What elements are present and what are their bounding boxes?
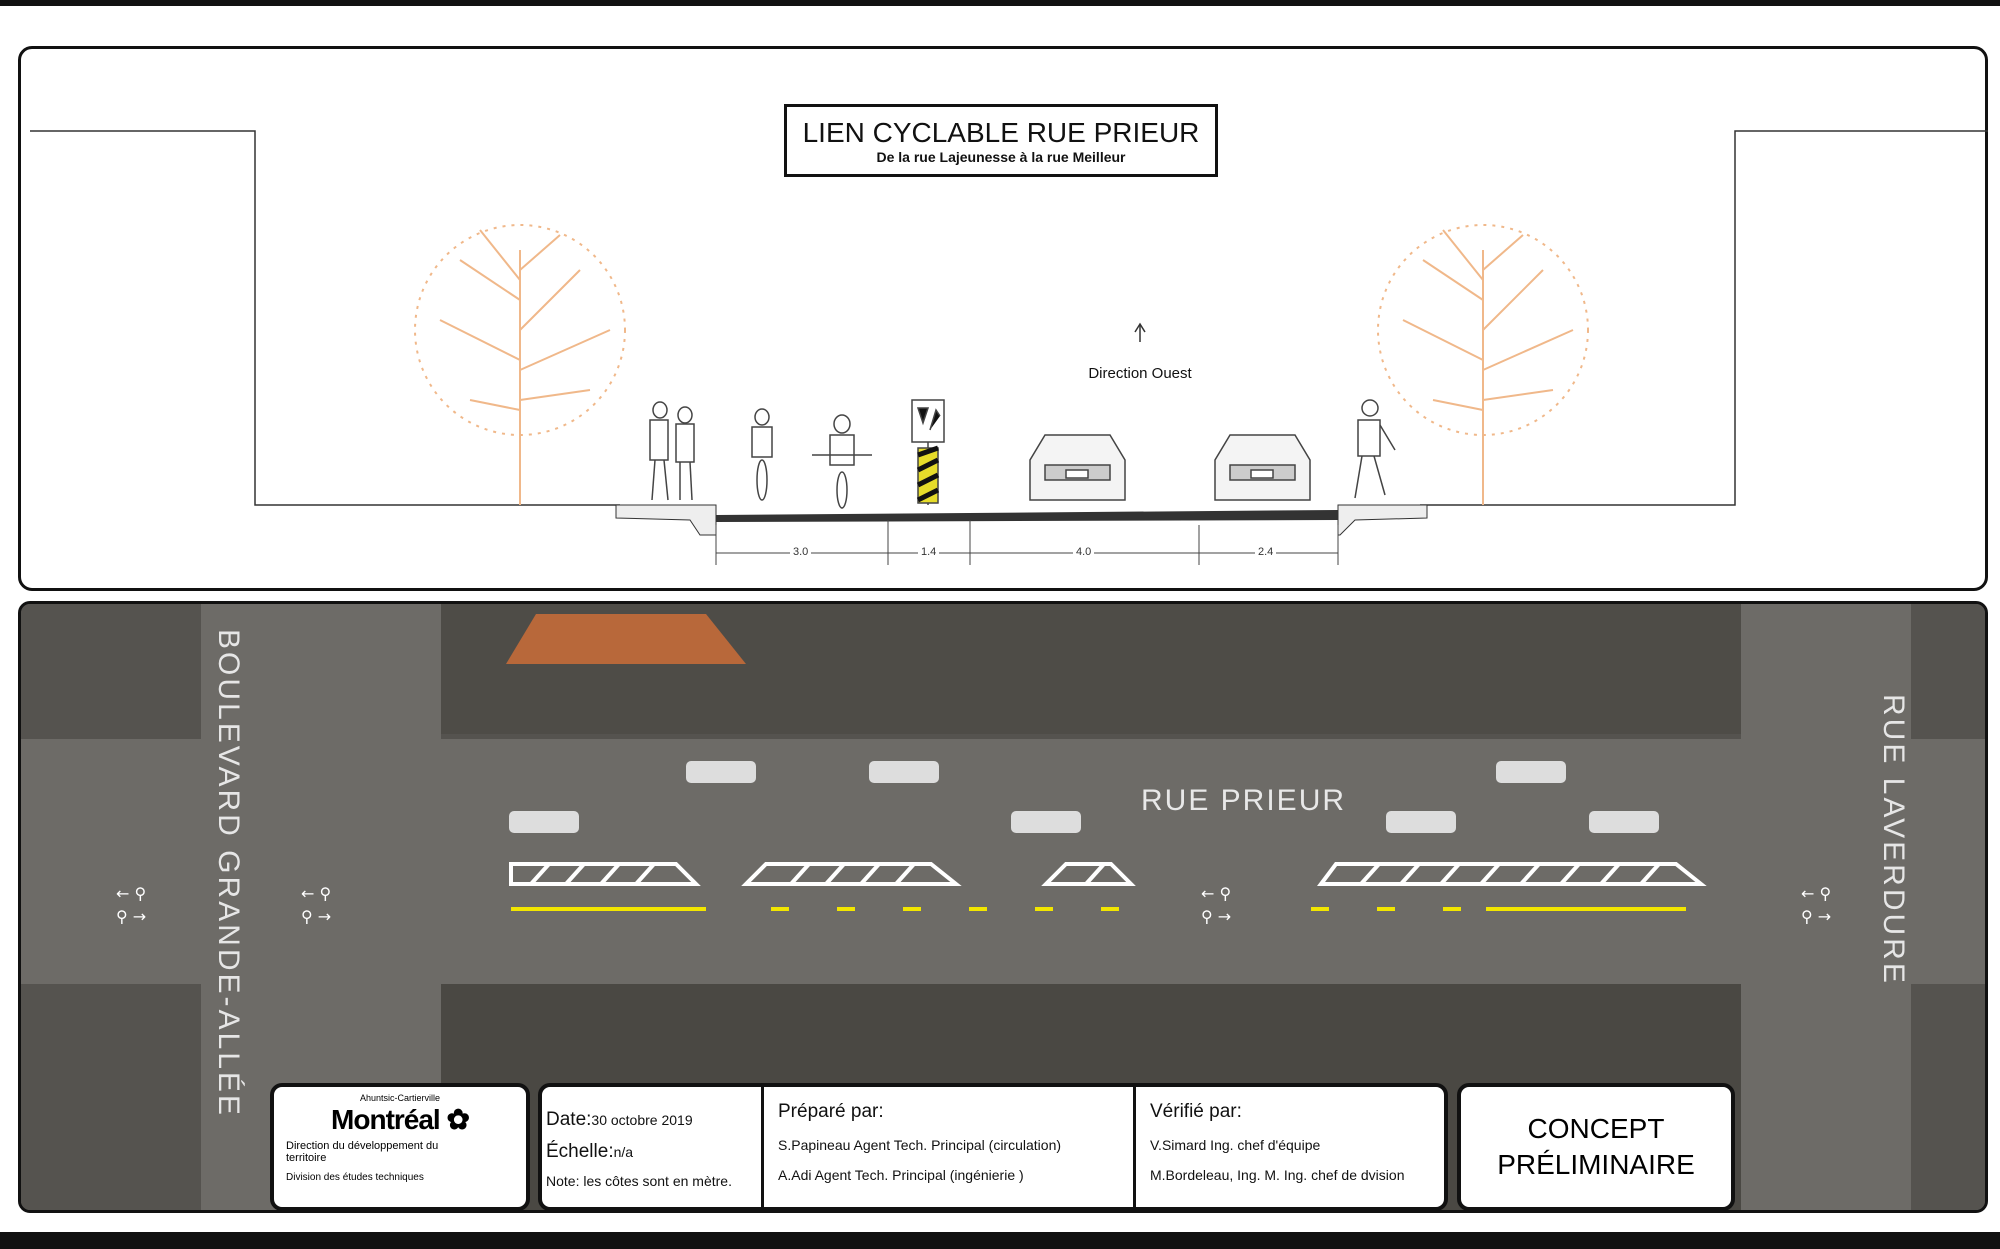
- tree-right: [1377, 224, 1589, 505]
- svg-text:⚲ →: ⚲ →: [1801, 907, 1831, 926]
- montreal-logo: Montréal ✿: [331, 1104, 470, 1135]
- runner-icon: [1354, 399, 1396, 499]
- svg-text:← ⚲: ← ⚲: [1801, 884, 1831, 903]
- road-surface: [716, 510, 1338, 522]
- svg-text:⚲ →: ⚲ →: [1201, 907, 1231, 926]
- scale-label: Échelle:: [546, 1141, 614, 1162]
- prepared-label: Préparé par:: [778, 1101, 884, 1122]
- status-line: CONCEPT: [1527, 1113, 1665, 1144]
- right-curb: [1337, 504, 1428, 536]
- car-icon: [1029, 434, 1126, 501]
- direction-arrow-icon: [1134, 322, 1146, 342]
- scale-value: n/a: [613, 1144, 634, 1160]
- street-label-right: RUE LAVERDURE: [1877, 694, 1910, 986]
- direction-label: Direction Ouest: [1088, 365, 1192, 382]
- svg-text:⚲ →: ⚲ →: [116, 907, 146, 926]
- cyclist-icon: [751, 408, 773, 501]
- dimension-label: 2.4: [1255, 546, 1277, 558]
- pedestrians-icon: [649, 401, 695, 501]
- verifier: M.Bordeleau, Ing. M. Ing. chef de dvisio…: [1150, 1167, 1405, 1183]
- svg-text:⚲ →: ⚲ →: [301, 907, 331, 926]
- borough-name: Ahuntsic-Cartierville: [359, 1093, 441, 1103]
- house-roof: [506, 614, 746, 664]
- verifier: V.Simard Ing. chef d'équipe: [1150, 1137, 1321, 1153]
- svg-text:← ⚲: ← ⚲: [1201, 884, 1231, 903]
- date-value: 30 octobre 2019: [591, 1112, 693, 1128]
- drawing-title-box: LIEN CYCLABLE RUE PRIEUR De la rue Lajeu…: [784, 104, 1218, 177]
- cross-section-drawing: [30, 130, 1988, 565]
- svg-text:← ⚲: ← ⚲: [301, 884, 331, 903]
- dimension-label: 1.4: [918, 546, 940, 558]
- info-block: Date:30 octobre 2019 Échelle:n/a Note: l…: [538, 1083, 1448, 1211]
- status-block: CONCEPT PRÉLIMINAIRE: [1457, 1083, 1735, 1211]
- drawing-title: LIEN CYCLABLE RUE PRIEUR: [802, 117, 1200, 148]
- drawing-subtitle: De la rue Lajeunesse à la rue Meilleur: [876, 149, 1126, 165]
- preparer: A.Adi Agent Tech. Principal (ingénierie …: [778, 1167, 1024, 1183]
- buffer-hatching: [509, 862, 1707, 886]
- top-bar: [0, 0, 2000, 6]
- rosette-icon: ✿: [446, 1104, 470, 1135]
- division: Division des études techniques: [286, 1172, 424, 1183]
- street-label-main: RUE PRIEUR: [1141, 784, 1347, 817]
- dimension-label: 4.0: [1073, 546, 1095, 558]
- left-curb: [615, 504, 717, 536]
- preparer: S.Papineau Agent Tech. Principal (circul…: [778, 1137, 1062, 1153]
- dimension-label: 3.0: [790, 546, 812, 558]
- note: Note: les côtes sont en mètre.: [546, 1173, 732, 1189]
- svg-text:← ⚲: ← ⚲: [116, 884, 146, 903]
- street-label-left: BOULEVARD GRANDE-ALLÉE: [212, 629, 245, 1118]
- dimension-line: [715, 520, 1339, 565]
- date-label: Date:: [546, 1109, 592, 1130]
- cyclist-icon: [812, 414, 872, 509]
- bottom-bar: [0, 1232, 2000, 1249]
- bike-lane-symbols: ← ⚲ ⚲ → ← ⚲ ⚲ → ← ⚲ ⚲ → ← ⚲ ⚲ →: [116, 884, 1831, 926]
- car-icon: [1214, 434, 1311, 501]
- tree-left: [414, 224, 626, 505]
- status-line: PRÉLIMINAIRE: [1497, 1149, 1695, 1180]
- logo-block: Ahuntsic-Cartierville Montréal ✿ Directi…: [270, 1083, 530, 1211]
- department: Direction du développement du territoire: [286, 1140, 439, 1164]
- parked-cars: [509, 761, 1659, 833]
- verified-label: Vérifié par:: [1150, 1101, 1242, 1122]
- delineator-sign-icon: [911, 399, 945, 505]
